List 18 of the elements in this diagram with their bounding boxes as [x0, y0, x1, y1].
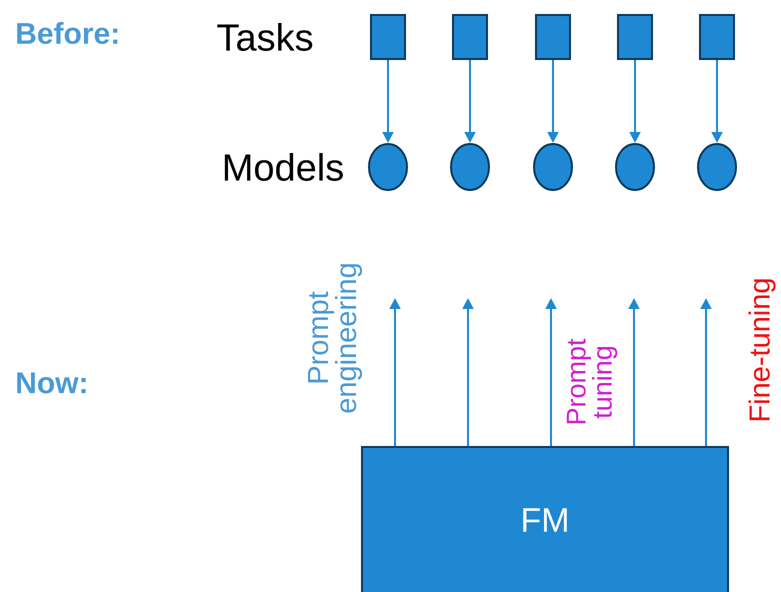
method-label: Prompt engineering	[308, 264, 362, 413]
task-square	[370, 14, 406, 60]
model-circle	[450, 143, 490, 191]
model-circle	[533, 143, 573, 191]
task-square	[699, 14, 735, 60]
method-label: Fine-tuning	[748, 279, 776, 420]
model-circle	[697, 143, 737, 191]
method-label: Prompt tuning	[566, 338, 618, 424]
section-heading: Now:	[17, 372, 86, 394]
task-square	[617, 14, 653, 60]
fm-box: FM	[361, 446, 729, 592]
task-square	[535, 14, 571, 60]
row-label: Models	[224, 153, 343, 181]
section-heading: Before:	[17, 22, 118, 44]
task-square	[452, 14, 488, 60]
row-label: Tasks	[217, 23, 312, 51]
model-circle	[615, 143, 655, 191]
model-circle	[368, 143, 408, 191]
